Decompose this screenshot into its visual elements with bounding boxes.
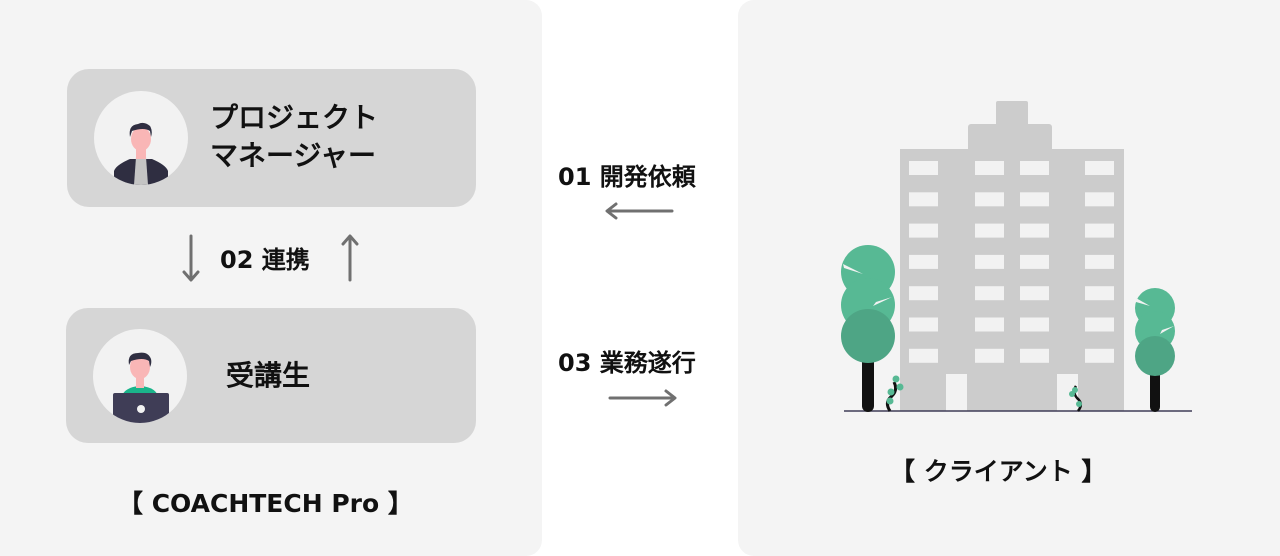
building-window xyxy=(975,348,1004,363)
development-request-label: 01 開発依頼 xyxy=(558,163,696,191)
building-window xyxy=(909,286,938,301)
student-label: 受講生 xyxy=(226,359,311,392)
businessman-avatar-icon xyxy=(94,91,188,185)
coachtech-pro-label: 【 COACHTECH Pro 】 xyxy=(118,489,413,518)
building-window xyxy=(909,192,938,207)
building-window xyxy=(1020,348,1049,363)
client-label: 【 クライアント 】 xyxy=(890,457,1107,486)
building-window xyxy=(1085,192,1114,207)
building-window xyxy=(1085,254,1114,269)
building-window xyxy=(1085,317,1114,332)
building-window xyxy=(1085,348,1114,363)
student-laptop-avatar-icon xyxy=(93,329,187,423)
building-window xyxy=(1085,161,1114,175)
arrow-left-icon xyxy=(604,202,676,220)
building-window xyxy=(909,317,938,332)
building-window xyxy=(1085,223,1114,238)
building-window xyxy=(1020,223,1049,238)
arrow-up-icon xyxy=(341,232,359,282)
project-manager-card: プロジェクト マネージャー xyxy=(67,69,476,207)
office-building-icon xyxy=(830,90,1200,430)
building-window xyxy=(1085,286,1114,301)
building-window xyxy=(975,161,1004,175)
student-card: 受講生 xyxy=(66,308,476,443)
project-manager-label: プロジェクト マネージャー xyxy=(210,99,450,175)
collaboration-label: 02 連携 xyxy=(220,246,310,274)
building-window xyxy=(975,223,1004,238)
building-window xyxy=(1020,286,1049,301)
building-window xyxy=(1020,192,1049,207)
arrow-right-icon xyxy=(606,389,678,407)
business-execution-label: 03 業務遂行 xyxy=(558,349,696,377)
arrow-down-icon xyxy=(182,234,200,284)
building-window xyxy=(909,348,938,363)
building-window xyxy=(909,254,938,269)
building-window xyxy=(1020,161,1049,175)
building-window xyxy=(1020,254,1049,269)
building-window xyxy=(909,223,938,238)
building-window xyxy=(975,286,1004,301)
building-window xyxy=(975,254,1004,269)
building-window xyxy=(909,161,938,175)
building-window xyxy=(975,192,1004,207)
building-window xyxy=(975,317,1004,332)
building-window xyxy=(1020,317,1049,332)
project-manager-label-line1: プロジェクト xyxy=(210,101,379,134)
project-manager-label-line2: マネージャー xyxy=(210,139,377,172)
